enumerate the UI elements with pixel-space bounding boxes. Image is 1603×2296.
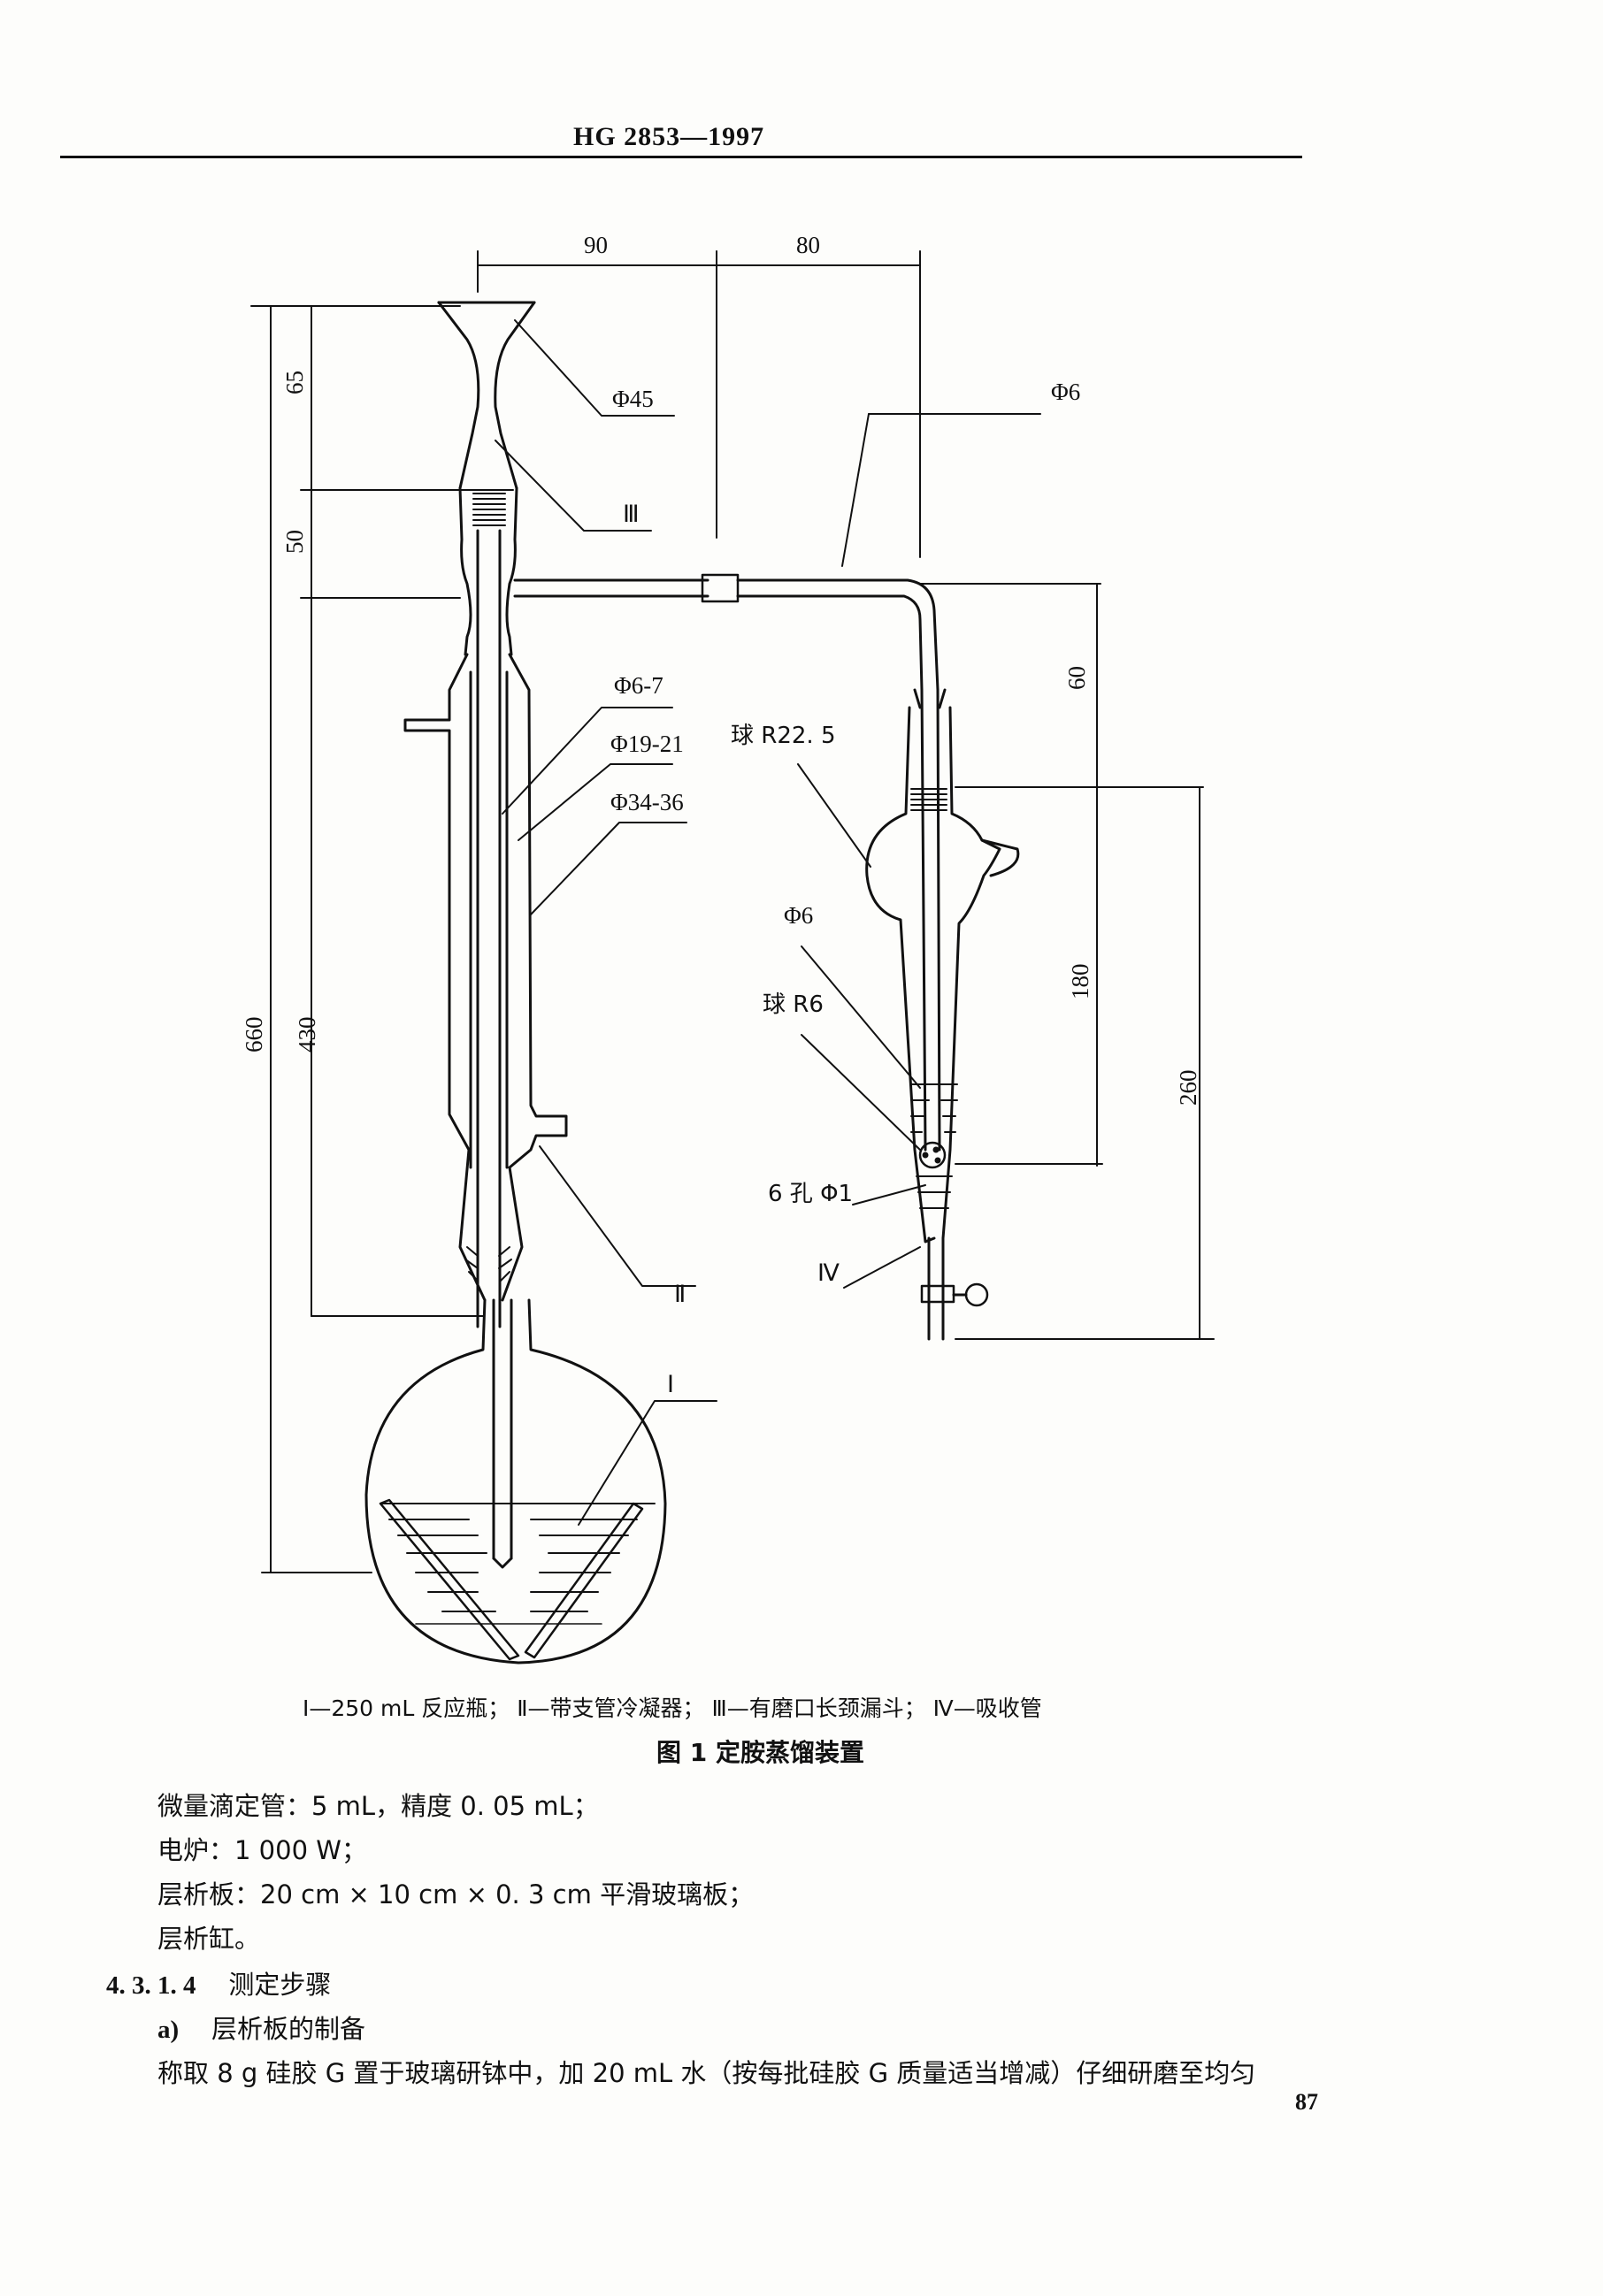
dim-60: 60 [1063,666,1090,690]
dim-430: 430 [294,1017,320,1053]
dim-660: 660 [241,1017,267,1053]
dim-90: 90 [584,232,608,258]
section-title: 测定步骤 [228,1970,332,2000]
sub-item-label: a) [157,2016,180,2044]
standard-code-header: HG 2853—1997 [573,122,765,151]
label-phi45: Φ45 [612,386,654,412]
sub-item-title: 层析板的制备 [211,2014,366,2044]
label-roman-2: Ⅱ [674,1281,686,1307]
sub-item-heading: a) 层析板的制备 [157,2017,365,2043]
section-heading: 4. 3. 1. 4 测定步骤 [106,1972,331,1999]
dim-65: 65 [281,371,308,394]
label-six-holes: 6 孔 Φ1 [768,1181,853,1207]
equipment-line-tank: 层析缸。 [157,1924,261,1954]
label-ball-r22-5: 球 R22. 5 [731,723,836,749]
figure-legend: Ⅰ—250 mL 反应瓶； Ⅱ—带支管冷凝器； Ⅲ—有磨口长颈漏斗； Ⅳ—吸收管 [303,1695,1042,1721]
label-phi19-21: Φ19-21 [610,731,684,757]
dim-180: 180 [1067,964,1093,1000]
equipment-line-furnace: 电炉：1 000 W； [157,1835,367,1865]
section-number: 4. 3. 1. 4 [106,1971,196,2000]
label-roman-3: Ⅲ [623,501,640,527]
label-phi6-mid: Φ6 [784,902,813,929]
equipment-line-burette: 微量滴定管：5 mL，精度 0. 05 mL； [157,1791,599,1821]
label-roman-4: Ⅳ [817,1259,840,1286]
label-ball-r6: 球 R6 [763,991,824,1018]
label-roman-1: Ⅰ [667,1371,674,1397]
body-paragraph: 称取 8 g 硅胶 G 置于玻璃研钵中，加 20 mL 水（按每批硅胶 G 质量… [157,2058,1256,2088]
label-phi6-top: Φ6 [1051,379,1080,405]
dim-80: 80 [796,232,820,258]
header-rule [60,156,1302,158]
page-number: 87 [1295,2089,1318,2115]
label-phi34-36: Φ34-36 [610,789,684,815]
figure-title: 图 1 定胺蒸馏装置 [656,1738,864,1767]
label-phi6-7: Φ6-7 [614,672,663,699]
dim-50: 50 [281,530,308,554]
dim-260: 260 [1175,1070,1201,1106]
equipment-line-plate: 层析板：20 cm × 10 cm × 0. 3 cm 平滑玻璃板； [157,1879,755,1910]
